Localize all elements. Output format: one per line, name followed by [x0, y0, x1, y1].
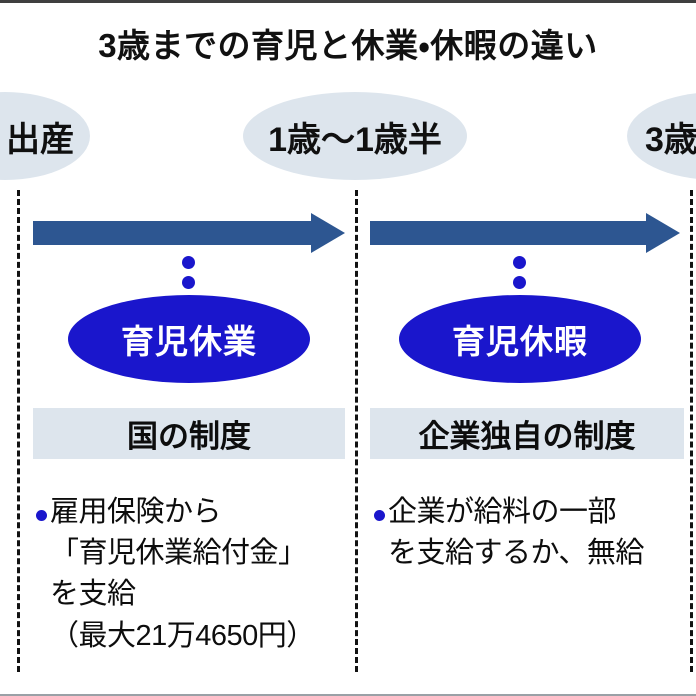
- arrow-head-icon: [311, 213, 345, 253]
- details-block-leave: 雇用保険から 「育児休業給付金」 を支給 （最大21万4650円）: [36, 492, 348, 657]
- category-pill-label: 育児休業: [121, 323, 257, 360]
- divider-line-three-years: [690, 190, 693, 672]
- timeline-marker-one-year-label: 1歳〜1歳半: [268, 120, 442, 159]
- details-line: 雇用保険から: [50, 496, 222, 528]
- timeline-marker-birth-label: 出産: [6, 120, 74, 159]
- details-line: （最大21万4650円）: [50, 619, 315, 652]
- top-border-band: [0, 0, 696, 3]
- period-arrow-vacation: [370, 213, 680, 253]
- arrow-shaft: [33, 221, 315, 245]
- bullet-dot-icon: [374, 510, 385, 521]
- timeline-marker-birth: 出産: [0, 92, 90, 180]
- divider-line-one-year: [355, 190, 358, 672]
- system-label-national: 国の制度: [33, 408, 345, 459]
- details-line: 企業が給料の一部: [388, 496, 617, 528]
- period-arrow-leave: [33, 213, 345, 253]
- timeline-marker-three-years-label: 3歳: [645, 120, 696, 159]
- connector-dot: [181, 276, 195, 289]
- connector-dot: [512, 276, 526, 289]
- connector-dot: [512, 256, 526, 269]
- arrow-shaft: [370, 221, 650, 245]
- timeline-marker-three-years: 3歳: [627, 92, 696, 180]
- bottom-border-band: [0, 694, 696, 696]
- details-line: を支給するか、無給: [388, 537, 644, 570]
- system-label-text: 企業独自の制度: [418, 419, 636, 454]
- details-text-vacation: 企業が給料の一部 を支給するか、無給: [388, 492, 644, 574]
- details-line: を支給: [50, 578, 136, 611]
- category-pill-ikuji-kyuka: 育児休暇: [399, 295, 641, 383]
- connector-dot: [181, 256, 195, 269]
- arrow-head-icon: [646, 213, 680, 253]
- system-label-text: 国の制度: [127, 419, 251, 454]
- timeline-marker-one-year: 1歳〜1歳半: [243, 92, 467, 180]
- category-pill-label: 育児休暇: [452, 323, 588, 360]
- category-pill-ikuji-kyugyo: 育児休業: [68, 295, 310, 383]
- system-label-company: 企業独自の制度: [370, 408, 684, 459]
- details-line: 「育児休業給付金」: [50, 537, 307, 570]
- page-title: 3歳までの育児と休業・休暇の違い: [98, 27, 598, 64]
- divider-line-birth: [17, 190, 20, 672]
- details-block-vacation: 企業が給料の一部 を支給するか、無給: [374, 492, 688, 574]
- details-text-leave: 雇用保険から 「育児休業給付金」 を支給 （最大21万4650円）: [50, 492, 315, 657]
- bullet-dot-icon: [36, 510, 47, 521]
